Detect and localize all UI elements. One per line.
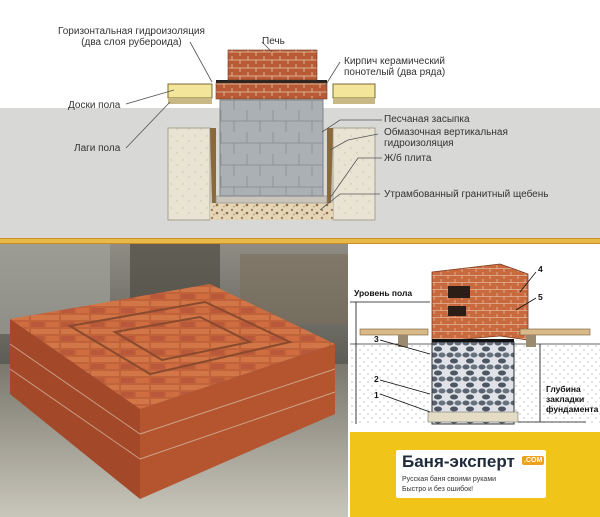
label-floor-level: Уровень пола bbox=[354, 288, 413, 298]
label-num-1: 1 bbox=[374, 390, 379, 400]
right-foundation-diagram: Уровень пола Глубина закладки фундамента… bbox=[350, 244, 600, 432]
floor-joist-right bbox=[333, 98, 375, 104]
label-num-4: 4 bbox=[538, 264, 543, 274]
site-logo-banner[interactable]: Баня-эксперт .COM Русская баня своими ру… bbox=[350, 432, 600, 517]
label-horizontal-waterproofing: Горизонтальная гидроизоляция (два слоя р… bbox=[58, 26, 205, 48]
right-stove-brick bbox=[431, 263, 529, 343]
concrete-slab bbox=[215, 195, 328, 204]
logo-domain-badge: .COM bbox=[522, 456, 545, 465]
logo-title: Баня-эксперт bbox=[402, 452, 515, 471]
logo-tagline-1: Русская баня своими руками bbox=[402, 476, 497, 483]
stove-body bbox=[227, 49, 318, 81]
label-sand-fill: Песчаная засыпка bbox=[384, 114, 470, 125]
label-crushed-granite: Утрамбованный гранитный щебень bbox=[384, 189, 549, 200]
top-foundation-diagram: Горизонтальная гидроизоляция (два слоя р… bbox=[0, 0, 600, 238]
label-concrete-slab: Ж/б плита bbox=[384, 153, 432, 164]
horizontal-waterproofing-layer bbox=[216, 80, 327, 83]
floor-board-right bbox=[332, 83, 376, 99]
floor-board-left bbox=[167, 83, 213, 99]
label-ceramic-brick: Кирпич керамический понотелый (два ряда) bbox=[344, 56, 446, 78]
vertical-waterproofing-left bbox=[210, 128, 216, 205]
brick-foundation-photo bbox=[0, 244, 348, 517]
vertical-waterproofing-right bbox=[327, 128, 333, 205]
label-num-3: 3 bbox=[374, 334, 379, 344]
rubble-stone-foundation bbox=[431, 341, 515, 425]
label-num-2: 2 bbox=[374, 374, 379, 384]
label-vertical-waterproofing: Обмазочная вертикальная гидроизоляция bbox=[384, 127, 508, 149]
logo-card[interactable]: Баня-эксперт .COM Русская баня своими ру… bbox=[396, 450, 546, 498]
ceramic-brick-rows bbox=[215, 82, 328, 100]
soil-left bbox=[167, 127, 211, 221]
label-floor-boards: Доски пола bbox=[68, 100, 121, 111]
label-floor-joists: Лаги пола bbox=[74, 143, 121, 154]
section-divider bbox=[0, 238, 600, 244]
photo-drawing bbox=[0, 244, 348, 517]
block-foundation bbox=[219, 99, 324, 197]
brick-front-face-left bbox=[10, 319, 140, 499]
crushed-granite-layer bbox=[210, 203, 333, 220]
soil-right bbox=[332, 127, 376, 221]
brick-top-surface bbox=[10, 284, 335, 409]
right-diagram-drawing bbox=[350, 263, 600, 425]
label-num-5: 5 bbox=[538, 292, 543, 302]
logo-tagline-2: Быстро и без ошибок! bbox=[402, 486, 474, 493]
floor-joist-left bbox=[168, 98, 212, 104]
label-foundation-depth: Глубина закладки фундамента bbox=[546, 384, 599, 414]
brick-front-face-right bbox=[140, 344, 335, 499]
label-stove: Печь bbox=[262, 36, 285, 47]
leader-lines bbox=[125, 41, 382, 211]
top-diagram-drawing bbox=[0, 41, 600, 238]
